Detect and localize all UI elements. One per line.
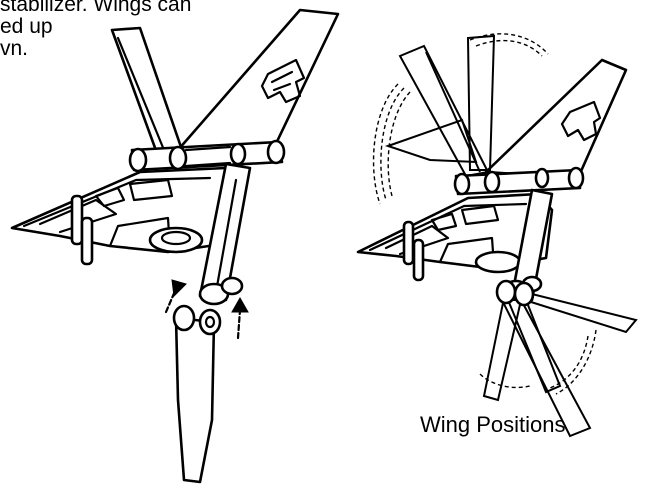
instruction-line-1: stabilizer. Wings can bbox=[0, 0, 192, 16]
left-fuselage bbox=[10, 166, 246, 254]
instruction-line-3: vn. bbox=[0, 37, 29, 60]
wing-positions-caption: Wing Positions bbox=[420, 412, 566, 437]
wing-position-lower-4 bbox=[506, 299, 562, 394]
wing-position-upper-3 bbox=[384, 118, 478, 164]
detached-wing bbox=[174, 316, 216, 484]
attach-arrow-right bbox=[236, 308, 242, 340]
left-tail-fin-large bbox=[176, 8, 340, 154]
left-assembly-illustration bbox=[10, 8, 340, 484]
right-wing-positions-illustration bbox=[356, 33, 638, 438]
wing-position-upper-2 bbox=[466, 34, 496, 171]
instruction-line-2: ed up bbox=[0, 15, 53, 38]
fin-decal bbox=[260, 58, 306, 104]
right-tail-fin-large bbox=[484, 58, 628, 180]
wing-position-lower-2 bbox=[482, 294, 524, 402]
